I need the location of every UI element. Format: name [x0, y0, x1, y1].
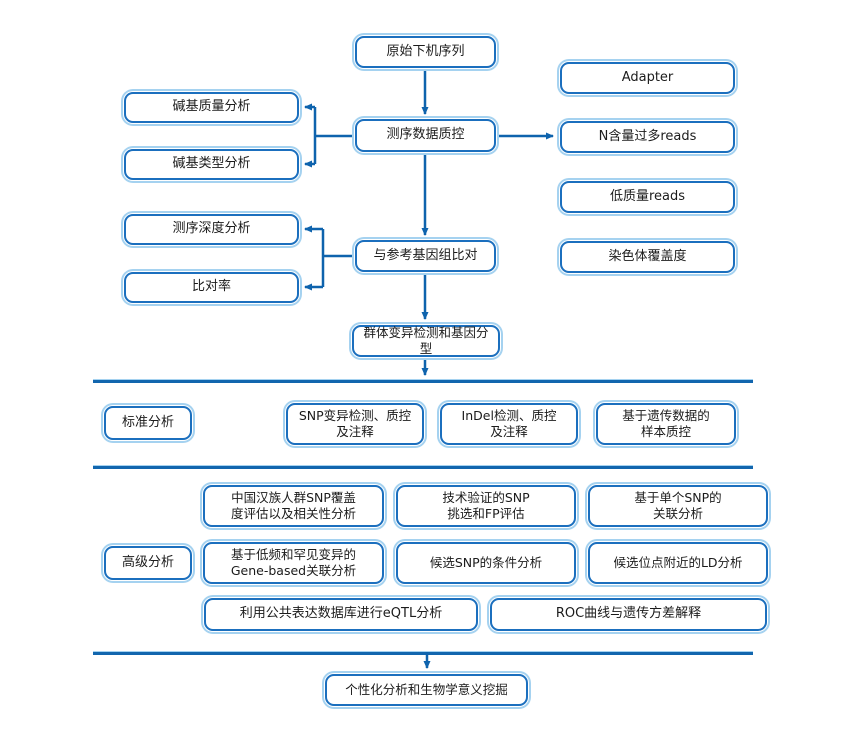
node-raw-sequence: 原始下机序列 — [355, 36, 496, 68]
section-divider-3 — [93, 651, 753, 655]
node-base-type: 碱基类型分析 — [124, 149, 299, 180]
node-seq-qc: 测序数据质控 — [355, 119, 496, 152]
node-eqtl-analysis: 利用公共表达数据库进行eQTL分析 — [204, 598, 478, 631]
node-candidate-snp-conditional: 候选SNP的条件分析 — [396, 542, 576, 584]
node-variant-genotyping: 群体变异检测和基因分型 — [352, 325, 500, 357]
node-n-reads: N含量过多reads — [560, 121, 735, 153]
node-roc-analysis: ROC曲线与遗传方差解释 — [490, 598, 767, 631]
node-indel-detection: InDel检测、质控 及注释 — [440, 403, 578, 445]
node-mapping-rate: 比对率 — [124, 272, 299, 303]
node-standard-analysis-label: 标准分析 — [104, 406, 192, 440]
section-divider-2 — [93, 465, 753, 469]
node-gene-based-assoc: 基于低频和罕见变异的 Gene-based关联分析 — [203, 542, 384, 584]
node-advanced-analysis-label: 高级分析 — [104, 546, 192, 580]
node-align-reference: 与参考基因组比对 — [355, 240, 496, 272]
node-personalized-analysis: 个性化分析和生物学意义挖掘 — [325, 674, 528, 706]
node-seq-depth: 测序深度分析 — [124, 214, 299, 245]
section-divider-1 — [93, 379, 753, 383]
node-ld-analysis: 候选位点附近的LD分析 — [588, 542, 768, 584]
node-tech-validation: 技术验证的SNP 挑选和FP评估 — [396, 485, 576, 527]
node-single-snp-assoc: 基于单个SNP的 关联分析 — [588, 485, 768, 527]
node-han-snp-coverage: 中国汉族人群SNP覆盖 度评估以及相关性分析 — [203, 485, 384, 527]
node-base-quality: 碱基质量分析 — [124, 92, 299, 123]
node-adapter: Adapter — [560, 62, 735, 94]
node-chromosome-coverage: 染色体覆盖度 — [560, 241, 735, 273]
node-low-quality-reads: 低质量reads — [560, 181, 735, 213]
node-snp-detection: SNP变异检测、质控 及注释 — [286, 403, 424, 445]
node-sample-qc: 基于遗传数据的 样本质控 — [596, 403, 736, 445]
